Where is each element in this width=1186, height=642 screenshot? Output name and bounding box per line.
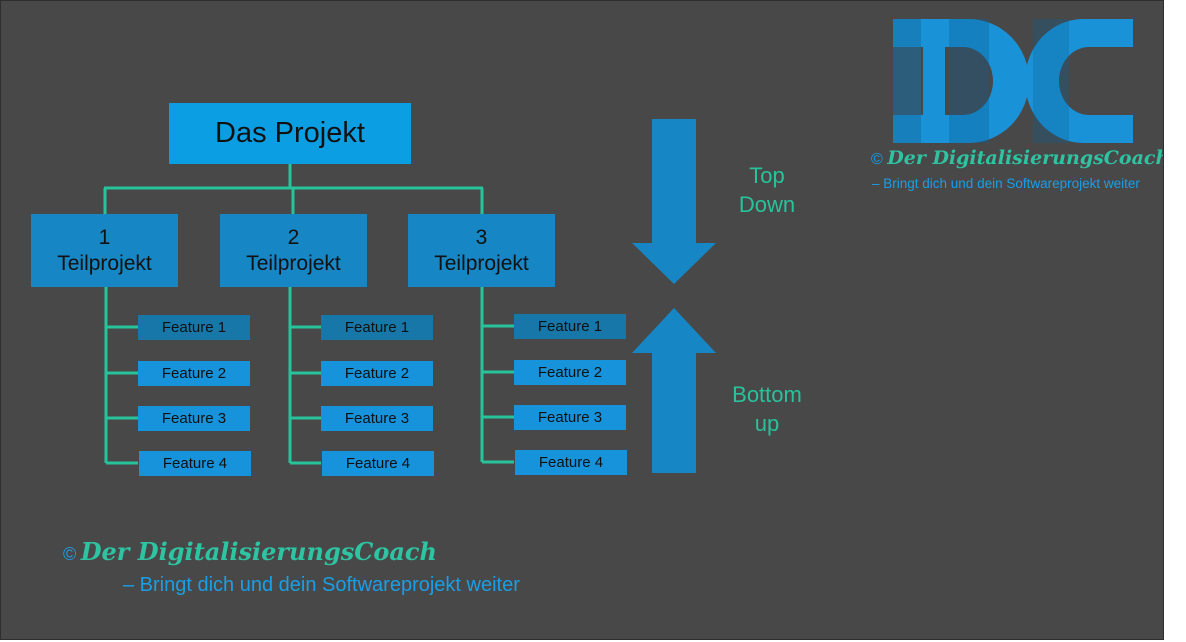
feature-box: Feature 2 bbox=[138, 361, 250, 386]
feature-label: Feature 2 bbox=[161, 364, 227, 382]
feature-box: Feature 4 bbox=[139, 451, 251, 476]
subproject-label: Teilprojekt bbox=[434, 251, 529, 275]
diagram-canvas: Das Projekt 1 Teilprojekt 2 Teilprojekt … bbox=[0, 0, 1164, 640]
feature-label: Feature 3 bbox=[344, 409, 410, 427]
feature-box: Feature 2 bbox=[514, 360, 626, 385]
connector-lines bbox=[103, 164, 514, 465]
feature-label: Feature 3 bbox=[161, 409, 227, 427]
feature-box: Feature 3 bbox=[321, 406, 433, 431]
feature-box: Feature 3 bbox=[514, 405, 626, 430]
subproject-label: Teilprojekt bbox=[246, 251, 341, 275]
arrow-up-icon bbox=[632, 308, 716, 473]
subproject-2-box: 2 Teilprojekt bbox=[220, 214, 367, 287]
feature-box: Feature 1 bbox=[514, 314, 626, 339]
feature-label: Feature 4 bbox=[538, 453, 604, 471]
feature-label: Feature 1 bbox=[161, 318, 227, 336]
feature-box: Feature 3 bbox=[138, 406, 250, 431]
top-down-line2: Down bbox=[738, 192, 796, 217]
bottom-up-line2: up bbox=[754, 411, 780, 436]
copyright-symbol: © bbox=[63, 544, 77, 564]
brand-tagline-bottom: – Bringt dich und dein Softwareprojekt w… bbox=[123, 574, 520, 596]
feature-label: Feature 1 bbox=[537, 317, 603, 335]
arrow-down-icon bbox=[632, 119, 716, 284]
bottom-up-label: Bottom up bbox=[707, 380, 827, 438]
feature-label: Feature 1 bbox=[344, 318, 410, 336]
subproject-number: 1 bbox=[98, 226, 111, 250]
brand-signature-top: © Der DigitalisierungsCoach bbox=[871, 147, 1164, 169]
dc-logo-icon bbox=[893, 19, 1133, 143]
root-project-box: Das Projekt bbox=[169, 103, 411, 164]
subproject-3-box: 3 Teilprojekt bbox=[408, 214, 555, 287]
feature-box: Feature 2 bbox=[321, 361, 433, 386]
feature-label: Feature 3 bbox=[537, 408, 603, 426]
feature-label: Feature 2 bbox=[537, 363, 603, 381]
root-project-label: Das Projekt bbox=[215, 117, 365, 150]
top-down-line1: Top bbox=[749, 163, 785, 188]
feature-label: Feature 2 bbox=[344, 364, 410, 382]
feature-box: Feature 4 bbox=[515, 450, 627, 475]
feature-label: Feature 4 bbox=[162, 454, 228, 472]
feature-box: Feature 1 bbox=[321, 315, 433, 340]
bottom-up-line1: Bottom bbox=[732, 382, 802, 407]
brand-tagline-top: – Bringt dich und dein Softwareprojekt w… bbox=[872, 176, 1140, 191]
top-down-label: Top Down bbox=[707, 161, 827, 219]
brand-signature-bottom: © Der DigitalisierungsCoach bbox=[63, 537, 437, 566]
brand-name: Der DigitalisierungsCoach bbox=[80, 537, 437, 566]
copyright-symbol: © bbox=[871, 151, 883, 168]
feature-label: Feature 4 bbox=[345, 454, 411, 472]
subproject-number: 2 bbox=[287, 226, 300, 250]
feature-box: Feature 4 bbox=[322, 451, 434, 476]
brand-name: Der DigitalisierungsCoach bbox=[887, 147, 1164, 169]
subproject-label: Teilprojekt bbox=[57, 251, 152, 275]
subproject-1-box: 1 Teilprojekt bbox=[31, 214, 178, 287]
feature-box: Feature 1 bbox=[138, 315, 250, 340]
subproject-number: 3 bbox=[475, 226, 488, 250]
